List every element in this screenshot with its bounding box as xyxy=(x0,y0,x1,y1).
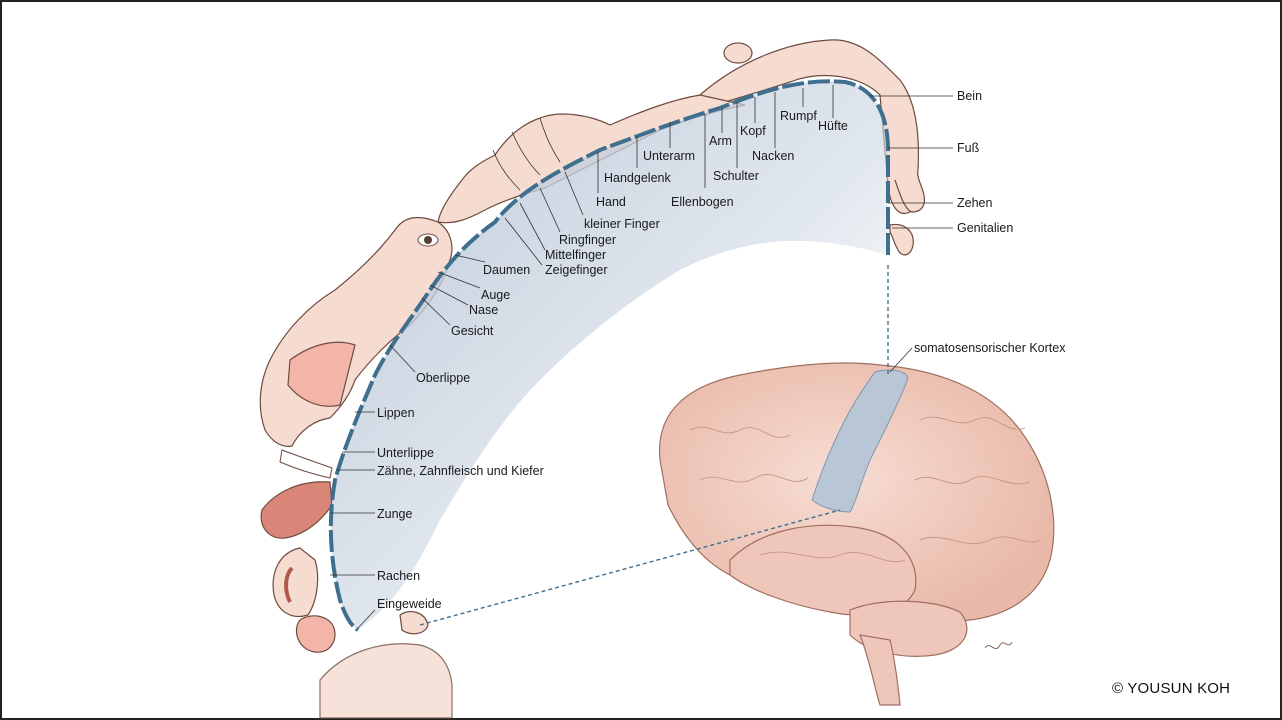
brain xyxy=(660,363,1054,705)
label-zunge: Zunge xyxy=(377,507,412,521)
label-daumen: Daumen xyxy=(483,263,530,277)
eye-iris xyxy=(424,236,432,244)
label-rumpf: Rumpf xyxy=(780,109,817,123)
label-bein: Bein xyxy=(957,89,982,103)
label-nacken: Nacken xyxy=(752,149,794,163)
label-ringfinger: Ringfinger xyxy=(559,233,616,247)
label-ellenbogen: Ellenbogen xyxy=(671,195,734,209)
label-arm: Arm xyxy=(709,134,732,148)
label-zehen: Zehen xyxy=(957,196,992,210)
label-rachen: Rachen xyxy=(377,569,420,583)
pharynx-shape xyxy=(273,548,318,616)
label-hand: Hand xyxy=(596,195,626,209)
artist-signature xyxy=(985,642,1012,649)
label-huefte: Hüfte xyxy=(818,119,848,133)
teeth-shape xyxy=(280,450,332,478)
label-auge: Auge xyxy=(481,288,510,302)
label-fuss: Fuß xyxy=(957,141,980,155)
label-eingeweide: Eingeweide xyxy=(377,597,442,611)
label-unterlippe: Unterlippe xyxy=(377,446,434,460)
label-mittelfinger: Mittelfinger xyxy=(545,248,606,262)
lower-body-shape xyxy=(320,644,452,718)
label-zaehne: Zähne, Zahnfleisch und Kiefer xyxy=(377,464,544,478)
label-zeigefinger: Zeigefinger xyxy=(545,263,608,277)
label-nase: Nase xyxy=(469,303,498,317)
label-lippen: Lippen xyxy=(377,406,415,420)
label-kleiner-finger: kleiner Finger xyxy=(584,217,660,231)
tongue-shape xyxy=(261,482,332,538)
label-oberlippe: Oberlippe xyxy=(416,371,470,385)
label-kopf: Kopf xyxy=(740,124,766,138)
label-schulter: Schulter xyxy=(713,169,759,183)
label-genitalien: Genitalien xyxy=(957,221,1013,235)
intestines-shape xyxy=(296,616,335,652)
genitals-shape xyxy=(890,224,913,254)
label-kortex: somatosensorischer Kortex xyxy=(914,341,1066,355)
viscera-bump xyxy=(400,612,428,634)
knee-shape xyxy=(724,43,752,63)
copyright-notice: © YOUSUN KOH xyxy=(1112,680,1230,697)
label-unterarm: Unterarm xyxy=(643,149,695,163)
label-handgelenk: Handgelenk xyxy=(604,171,671,185)
label-gesicht: Gesicht xyxy=(451,324,494,338)
